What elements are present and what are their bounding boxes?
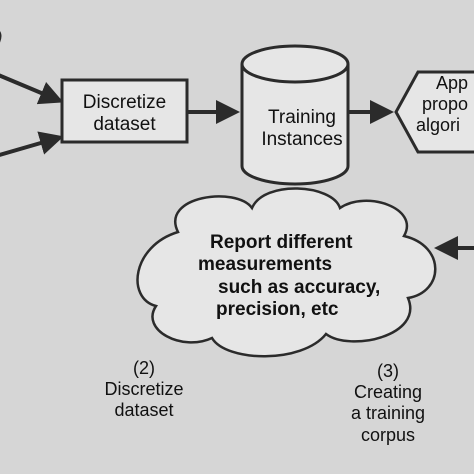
report-cloud bbox=[136, 187, 437, 358]
training-cylinder-top bbox=[240, 44, 350, 84]
apply-hexagon bbox=[394, 70, 474, 154]
arrow-incoming-upper bbox=[0, 73, 64, 105]
caption-step-2: (2) Discretize dataset bbox=[104, 358, 184, 421]
training-cylinder bbox=[240, 64, 350, 186]
arrow-incoming-lower bbox=[0, 131, 64, 157]
training-label: Training Instances bbox=[261, 107, 343, 151]
report-label: Report different measurements such as ac… bbox=[198, 232, 381, 321]
discretize-label: Discretize dataset bbox=[82, 92, 167, 136]
caption-step-3: (3) Creating a training corpus bbox=[350, 361, 426, 445]
apply-label: App propo algori bbox=[416, 73, 469, 136]
